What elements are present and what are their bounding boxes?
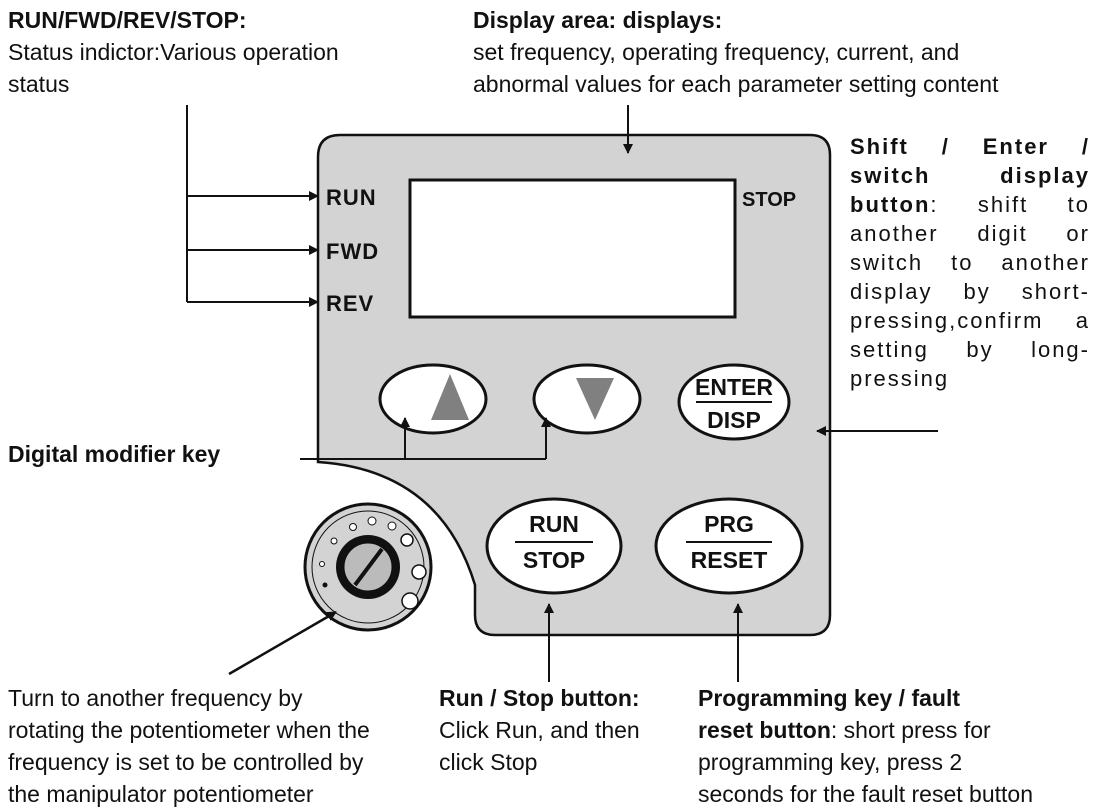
fwd-indicator-label: FWD	[326, 239, 380, 264]
status-callout-line2: status	[8, 71, 70, 97]
prg-callout-line1: : short press for	[830, 717, 991, 743]
disp-key-label: DISP	[707, 407, 761, 433]
down-triangle-icon	[576, 378, 614, 420]
pot-callout-line4: the manipulator potentiometer	[8, 781, 314, 807]
run-key-label: RUN	[529, 511, 579, 537]
shift-callout-title: Shift / Enter / switch display button	[850, 134, 1090, 217]
stop-key-label: STOP	[523, 547, 585, 573]
pot-callout-arrow	[228, 610, 337, 676]
stop-indicator-label: STOP	[742, 189, 797, 211]
modifier-callout-lines	[300, 417, 551, 460]
reset-key-label: RESET	[691, 547, 768, 573]
prg-callout-line0: reset button: short press for	[698, 716, 991, 744]
pot-callout-line3: frequency is set to be controlled by	[8, 749, 364, 775]
prg-key-label: PRG	[704, 511, 754, 537]
status-callout-lines	[186, 105, 319, 307]
prg-callout-line2: programming key, press 2	[698, 749, 963, 775]
up-key[interactable]	[378, 363, 488, 435]
up-triangle-icon	[431, 374, 469, 420]
status-callout-line1: Status indictor:Various operation	[8, 39, 339, 65]
run-stop-key[interactable]: RUN STOP	[485, 497, 623, 595]
run-indicator-label: RUN	[326, 185, 377, 210]
status-callout-title: RUN/FWD/REV/STOP:	[8, 7, 247, 33]
down-key[interactable]	[532, 363, 642, 435]
pot-callout-line1: Turn to another frequency by	[8, 685, 303, 711]
display-callout-title: Display area: displays:	[473, 7, 723, 33]
runstop-callout-line2: click Stop	[439, 749, 538, 775]
display-callout-line1: set frequency, operating frequency, curr…	[473, 39, 960, 65]
pot-callout-line2: rotating the potentiometer when the	[8, 717, 370, 743]
enter-disp-key[interactable]: ENTER DISP	[677, 363, 791, 441]
rev-indicator-label: REV	[326, 291, 375, 316]
runstop-callout-title: Run / Stop button:	[439, 685, 640, 711]
prg-callout-title2: reset button	[698, 717, 831, 743]
prg-callout-title1: Programming key / fault	[698, 685, 961, 711]
shift-callout-body: : shift to another digit or switch to an…	[850, 192, 1090, 391]
display-callout-line2: abnormal values for each parameter setti…	[473, 71, 999, 97]
enter-key-label: ENTER	[695, 374, 773, 400]
potentiometer-knob-icon[interactable]	[303, 502, 433, 632]
prg-reset-key[interactable]: PRG RESET	[654, 497, 804, 595]
modifier-callout-title: Digital modifier key	[8, 441, 221, 467]
shift-callout-text: Shift / Enter / switch display button: s…	[850, 132, 1090, 393]
prg-callout-line3: seconds for the fault reset button	[698, 781, 1033, 807]
runstop-callout-line1: Click Run, and then	[439, 717, 640, 743]
display-window	[408, 178, 737, 319]
